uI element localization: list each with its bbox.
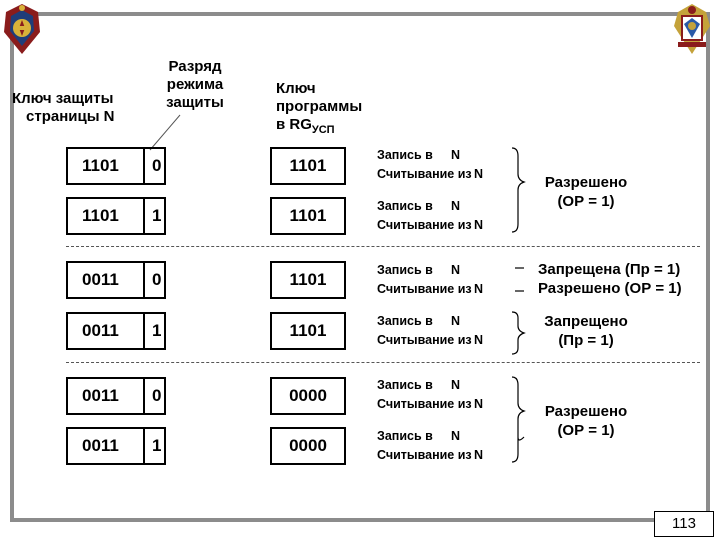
- program-key-box-1: 1101: [270, 147, 346, 185]
- page-key-header-line-1: Ключ защиты: [12, 90, 114, 107]
- page-key-box-3: 0011 0: [66, 261, 166, 299]
- mode-bit-header: Разряд режима защиты: [150, 58, 240, 112]
- program-key-header-line-1: Ключ: [276, 80, 316, 97]
- mode-bit: 1: [152, 206, 162, 225]
- mode-bit-pointer-line: [149, 114, 181, 151]
- write-label: Запись в: [377, 199, 433, 213]
- program-key-header-line-3: в RG: [276, 116, 312, 133]
- read-label: Считывание из: [377, 333, 472, 347]
- result-read-allowed: Разрешено (ОР = 1): [538, 280, 682, 297]
- page-key-box-1: 1101 0: [66, 147, 166, 185]
- page-number: 113: [654, 511, 714, 537]
- read-label: Считывание из: [377, 397, 472, 411]
- read-label: Считывание из: [377, 448, 472, 462]
- mode-bit: 0: [152, 156, 162, 175]
- box-divider: [143, 263, 145, 297]
- page-key-box-4: 0011 1: [66, 312, 166, 350]
- mode-bit: 0: [152, 386, 162, 405]
- result-write-denied: Запрещена (Пр = 1): [538, 261, 681, 278]
- write-label: Запись в: [377, 148, 433, 162]
- read-label: Считывание из: [377, 282, 472, 296]
- mode-bit: 1: [152, 436, 162, 455]
- page-key-header: Ключ защиты страницы N: [12, 90, 138, 126]
- result-group-2: Запрещена (Пр = 1) Разрешено (ОР = 1): [538, 260, 682, 298]
- page-code: 0011: [82, 386, 119, 405]
- right-emblem-icon: [674, 4, 710, 54]
- separator-2: [66, 362, 700, 363]
- box-divider: [143, 429, 145, 463]
- mode-bit: 1: [152, 321, 162, 340]
- read-n: N: [474, 282, 484, 296]
- write-n: N: [451, 429, 461, 443]
- write-label: Запись в: [377, 314, 433, 328]
- result-group-2b: Запрещено (Пр = 1): [536, 312, 636, 350]
- program-key-subscript: УСП: [311, 124, 335, 136]
- result-group-2b-line-1: Запрещено: [544, 313, 628, 330]
- write-label: Запись в: [377, 263, 433, 277]
- write-n: N: [451, 378, 461, 392]
- program-key-header: Ключ программы в RGУСП: [276, 80, 396, 139]
- write-n: N: [451, 148, 461, 162]
- page-code: 0011: [82, 436, 119, 455]
- page-key-box-2: 1101 1: [66, 197, 166, 235]
- brace-group-2b: [511, 311, 526, 355]
- read-n: N: [474, 333, 484, 347]
- program-key-box-4: 1101: [270, 312, 346, 350]
- box-divider: [143, 314, 145, 348]
- read-n: N: [474, 448, 484, 462]
- page-code: 1101: [82, 206, 119, 225]
- write-n: N: [451, 263, 461, 277]
- result-group-1-line-1: Разрешено: [544, 174, 628, 191]
- mode-bit: 0: [152, 270, 162, 289]
- slide-frame: [10, 12, 710, 522]
- box-divider: [143, 379, 145, 413]
- result-group-3-line-1: Разрешено: [544, 403, 628, 420]
- page-code: 0011: [82, 321, 119, 340]
- program-key-box-5: 0000: [270, 377, 346, 415]
- brace-group-1: [511, 147, 526, 233]
- read-label: Считывание из: [377, 218, 472, 232]
- result-group-3-line-2: (ОР = 1): [557, 422, 615, 439]
- mode-bit-header-line-1: Разряд: [168, 58, 222, 75]
- box-divider: [143, 149, 145, 183]
- program-key-box-2: 1101: [270, 197, 346, 235]
- box-divider: [143, 199, 145, 233]
- program-key-box-6: 0000: [270, 427, 346, 465]
- result-group-3: Разрешено (ОР = 1): [536, 402, 636, 440]
- write-n: N: [451, 314, 461, 328]
- page-code: 1101: [82, 156, 119, 175]
- page-key-box-6: 0011 1: [66, 427, 166, 465]
- page-key-box-5: 0011 0: [66, 377, 166, 415]
- result-group-1: Разрешено (ОР = 1): [536, 173, 636, 211]
- mode-bit-header-line-3: защиты: [166, 94, 224, 111]
- read-n: N: [474, 218, 484, 232]
- read-n: N: [474, 167, 484, 181]
- write-label: Запись в: [377, 378, 433, 392]
- read-label: Считывание из: [377, 167, 472, 181]
- page-code: 0011: [82, 270, 119, 289]
- read-n: N: [474, 397, 484, 411]
- left-emblem-icon: [4, 4, 40, 54]
- mode-bit-header-line-2: режима: [166, 76, 224, 93]
- brace-group-3: [511, 376, 526, 463]
- program-key-box-3: 1101: [270, 261, 346, 299]
- page-key-header-line-2: страницы N: [26, 108, 115, 125]
- result-group-1-line-2: (ОР = 1): [557, 193, 615, 210]
- write-n: N: [451, 199, 461, 213]
- result-group-2b-line-2: (Пр = 1): [558, 332, 614, 349]
- write-label: Запись в: [377, 429, 433, 443]
- separator-1: [66, 246, 700, 247]
- program-key-header-line-2: программы: [276, 98, 363, 115]
